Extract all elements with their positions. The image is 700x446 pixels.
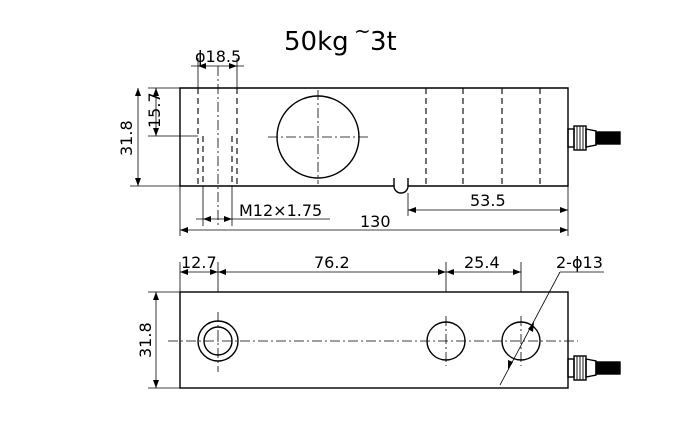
bottom-body-outline: [179, 291, 569, 389]
title: 50kg ~ 3t: [284, 19, 397, 57]
title-tilde: ~: [354, 19, 371, 43]
top-body-outline: [179, 87, 569, 194]
dim-thread: M12×1.75: [239, 201, 322, 220]
top-view: ϕ18.5 15.7 31.8 M12×1.75 53.5 130: [117, 47, 621, 236]
title-capacity-max: 3t: [370, 27, 397, 57]
dim-top-height: 31.8: [117, 120, 136, 156]
dim-bottom-height: 31.8: [136, 322, 155, 358]
dim-mount-holes: 2-ϕ13: [556, 253, 603, 272]
bottom-cable-gland: [567, 355, 621, 381]
dim-hole-dia: ϕ18.5: [195, 47, 241, 66]
bottom-view: 12.7 76.2 25.4 2-ϕ13 31.8: [136, 253, 621, 389]
top-cable-gland: [567, 125, 621, 151]
dim-slot-offset: 53.5: [470, 191, 506, 210]
dim-inner-height: 15.7: [145, 92, 164, 128]
dim-hole-spacing: 25.4: [464, 253, 500, 272]
dim-center-span: 76.2: [314, 253, 350, 272]
title-capacity-min: 50kg: [284, 27, 349, 57]
dim-left-offset: 12.7: [181, 253, 217, 272]
dim-length: 130: [360, 212, 391, 231]
